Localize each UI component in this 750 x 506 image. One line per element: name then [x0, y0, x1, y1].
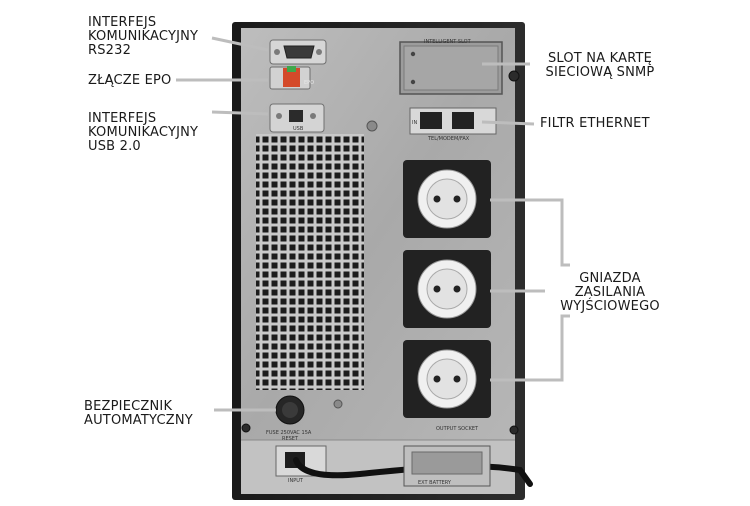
- leader-outlets-3: [490, 314, 570, 382]
- callout-snmp: SLOT NA KARTĘ SIECIOWĄ SNMP: [545, 51, 655, 80]
- callout-usb: INTERFEJS KOMUNIKACYJNY USB 2.0: [88, 111, 199, 154]
- tel-marking: TEL/MODEM/FAX: [427, 136, 470, 142]
- usb-port: [289, 110, 303, 122]
- in-marking: IN: [412, 120, 417, 126]
- ext-battery-marking: EXT BATTERY: [418, 480, 452, 486]
- leader-usb: [211, 110, 269, 116]
- epo-marking: EPO: [304, 80, 314, 86]
- usb-marking: USB: [293, 126, 304, 132]
- callout-epo: ZŁĄCZE EPO: [88, 73, 172, 88]
- callout-ethernet: FILTR ETHERNET: [540, 116, 650, 131]
- callout-lines: [176, 36, 570, 412]
- leader-ethernet: [481, 120, 535, 126]
- intelligent-slot-marking: INTELLIGENT SLOT: [424, 39, 472, 45]
- output-socket-2: [403, 250, 491, 328]
- reset-marking: RESET: [282, 436, 299, 442]
- rs232-port: [283, 45, 315, 59]
- leader-rs232: [211, 36, 269, 52]
- callout-fuse: BEZPIECZNIK AUTOMATYCZNY: [84, 399, 193, 428]
- callout-rs232: INTERFEJS KOMUNIKACYJNY RS232: [88, 15, 199, 58]
- power-cable: [293, 457, 533, 487]
- leader-outlets: [490, 198, 570, 267]
- fuse-marking: FUSE 250VAC 15A: [266, 430, 312, 436]
- output-socket-marking: OUTPUT SOCKET: [436, 426, 479, 432]
- input-marking: INPUT: [288, 478, 304, 484]
- epo-connector: [283, 68, 300, 87]
- vent-grid: [256, 134, 364, 390]
- output-socket-3: [403, 340, 491, 418]
- ethernet-out-port: [452, 112, 474, 129]
- callout-outlets: GNIAZDA ZASILANIA WYJŚCIOWEGO: [560, 271, 660, 314]
- output-socket-1: [403, 160, 491, 238]
- ethernet-in-port: [420, 112, 442, 129]
